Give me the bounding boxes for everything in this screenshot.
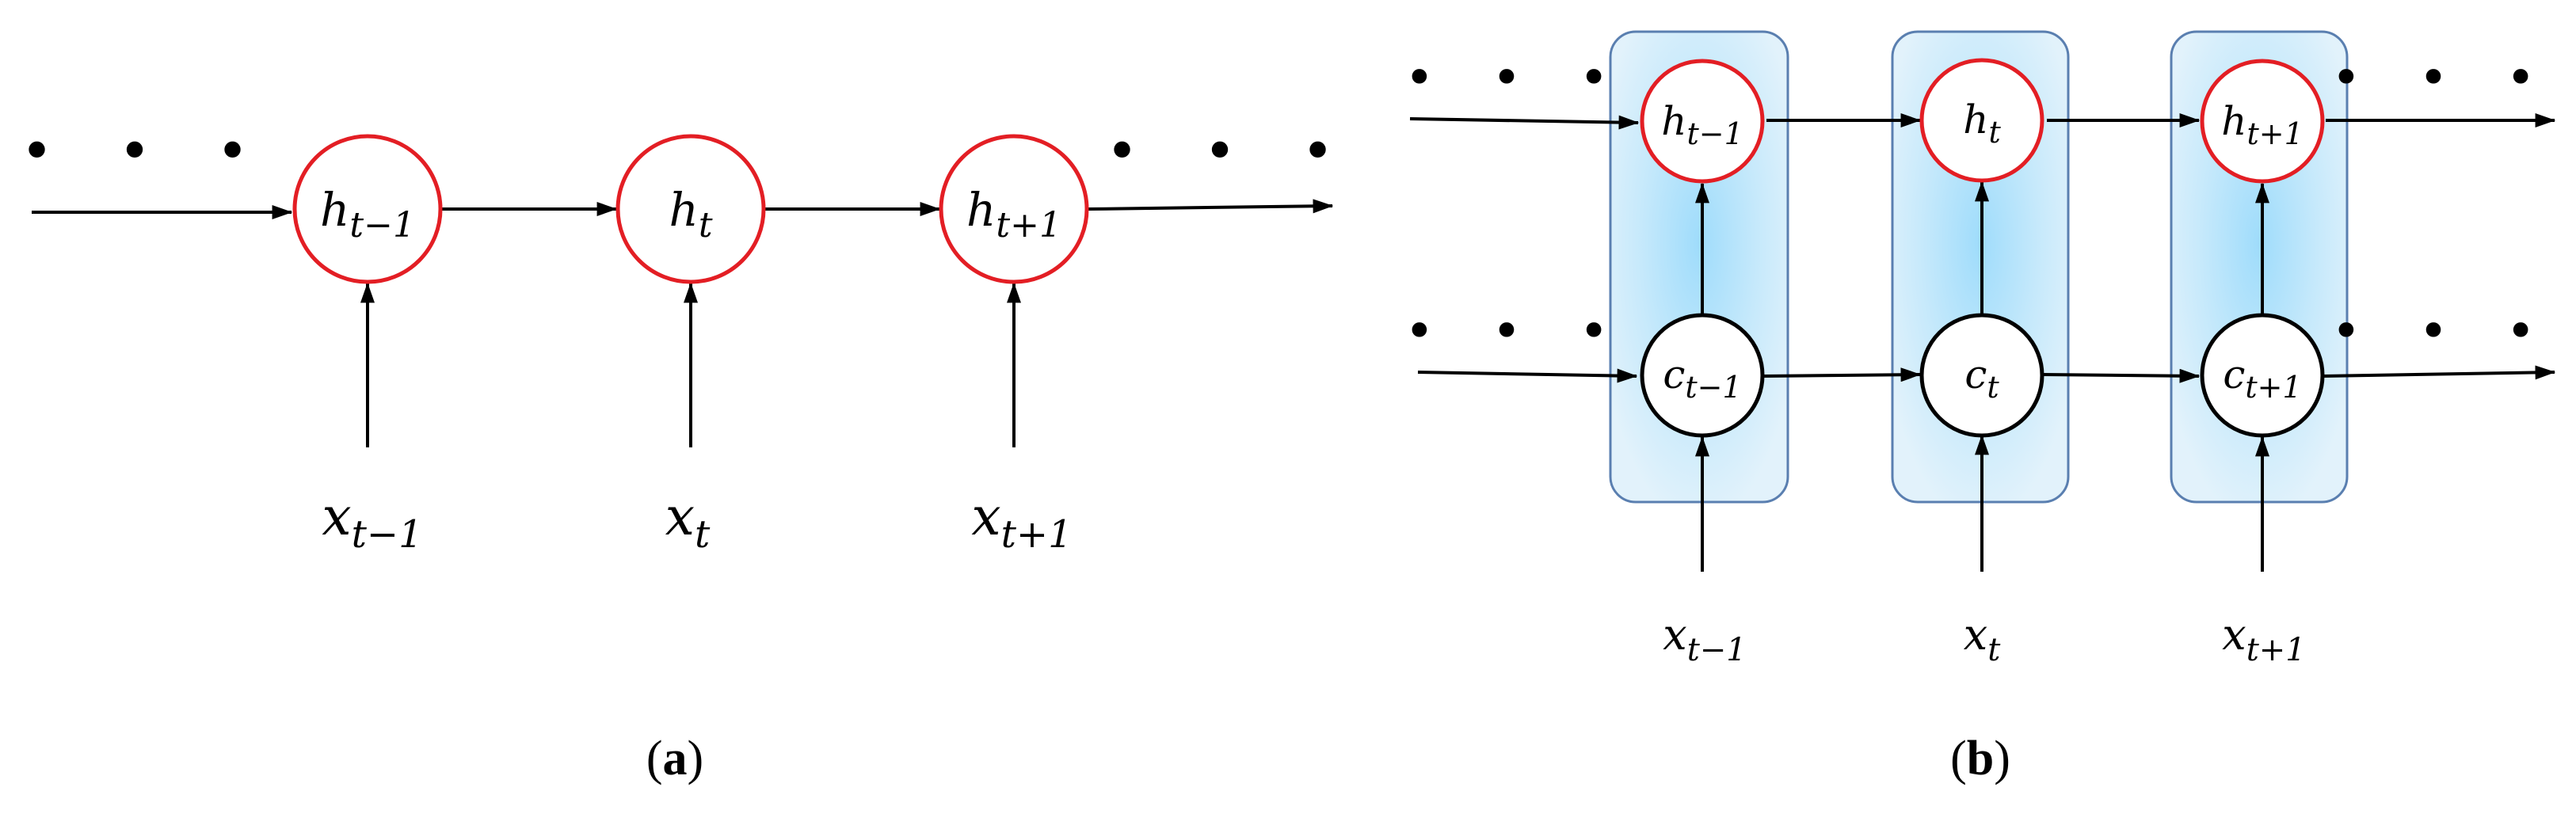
panel-a-hidden-label-prev: ht−1 xyxy=(320,183,415,245)
panel-b-hidden-node-prev xyxy=(1640,59,1765,184)
panel-b-top-right-continuation-dots: • • • xyxy=(2331,49,2556,108)
panel-a: • • • • • • ht−1 ht ht+1 xt−1 xt xyxy=(21,119,1358,785)
panel-b-hidden-label-prev: ht−1 xyxy=(1661,98,1743,151)
panel-b-bottom-left-continuation-dots: • • • xyxy=(1404,302,1629,361)
panel-b-c-arrow-prev-to-current xyxy=(1762,367,1922,382)
panel-b-input-label-prev: xt−1 xyxy=(1663,610,1747,668)
panel-a-hidden-node-next xyxy=(939,134,1089,284)
panel-b-input-label-next: xt+1 xyxy=(2222,610,2306,668)
panel-b-c-arrow-out xyxy=(2322,365,2556,380)
panel-b-cell-label-prev: ct−1 xyxy=(1663,352,1741,405)
panel-a-right-continuation-dots: • • • xyxy=(1106,119,1358,184)
panel-b-cell-node-prev xyxy=(1640,313,1765,438)
panel-b-cell-node-next xyxy=(2200,313,2325,438)
panel-b-c-arrow-in xyxy=(1417,368,1638,383)
panel-a-hidden-label-next: ht+1 xyxy=(966,183,1061,245)
panel-b-cell-label-current: ct xyxy=(1964,352,1999,405)
panel-a-input-label-next: xt+1 xyxy=(971,486,1072,557)
panel-a-hidden-node-prev xyxy=(292,134,443,284)
panel-b-h-arrow-in xyxy=(1409,115,1640,130)
panel-b: • • • • • • • • • • • • ht−1 xyxy=(1404,30,2556,785)
panel-b-top-left-continuation-dots: • • • xyxy=(1404,49,1629,108)
panel-a-input-label-prev: xt−1 xyxy=(322,486,422,557)
panel-b-c-arrow-current-to-next xyxy=(2041,368,2201,383)
panel-b-cell-label-next: ct+1 xyxy=(2223,352,2301,405)
panel-a-arrow-out-of-h-next xyxy=(1088,199,1334,214)
panel-a-hidden-node-current xyxy=(615,134,766,284)
panel-b-hidden-node-current xyxy=(1919,58,2044,183)
panel-b-hidden-label-current: ht xyxy=(1963,97,2001,150)
panel-a-hidden-label-current: ht xyxy=(669,183,712,245)
panel-b-bottom-right-continuation-dots: • • • xyxy=(2331,302,2556,361)
panel-a-left-continuation-dots: • • • xyxy=(21,119,272,184)
panel-b-caption: (b) xyxy=(1950,732,2010,785)
panel-a-caption: (a) xyxy=(646,732,703,785)
panel-b-hidden-node-next xyxy=(2200,59,2325,184)
panel-b-hidden-label-next: ht+1 xyxy=(2221,98,2304,151)
panel-b-cell-node-current xyxy=(1919,313,2044,438)
panel-b-input-label-current: xt xyxy=(1964,610,2001,668)
panel-a-input-label-current: xt xyxy=(665,486,711,557)
